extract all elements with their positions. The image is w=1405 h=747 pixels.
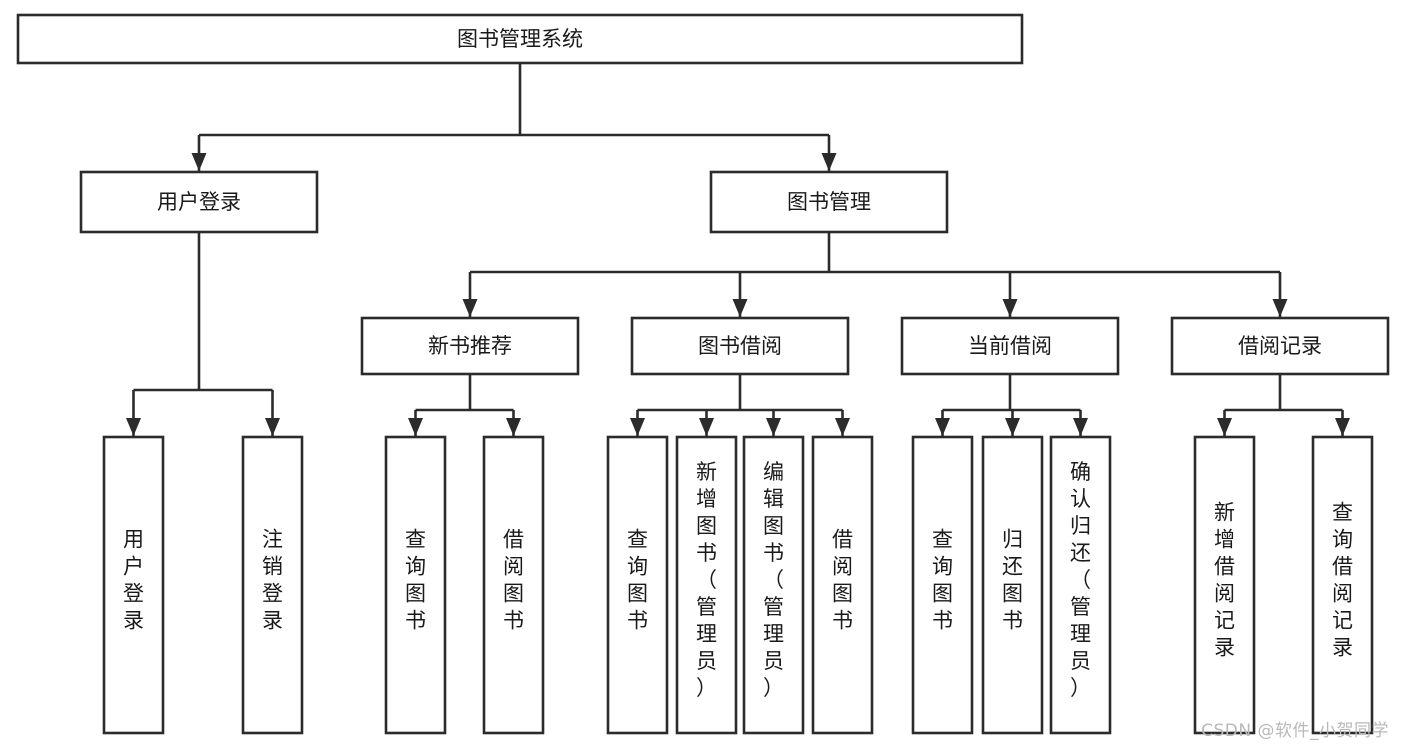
node-leaf-1-box[interactable] — [241, 435, 304, 735]
node-leaf-9[interactable]: 归还图书 — [981, 435, 1044, 735]
node-leaf-12[interactable]: 查询借阅记录 — [1311, 435, 1374, 735]
node-level3-3[interactable]: 借阅记录 — [1170, 316, 1390, 376]
node-leaf-10-box[interactable] — [1049, 435, 1112, 735]
node-leaf-11[interactable]: 新增借阅记录 — [1193, 435, 1256, 735]
edge-l3-1-arrow-3 — [835, 418, 850, 436]
node-leaf-6-box[interactable] — [742, 435, 805, 735]
node-level3-2[interactable]: 当前借阅 — [900, 316, 1120, 376]
node-leaf-11-box[interactable] — [1193, 435, 1256, 735]
edge-userlogin-arrow-1 — [265, 418, 280, 436]
edge-l3-3-arrow-0 — [1217, 418, 1232, 436]
node-leaf-3-label: 借阅图书 — [503, 528, 524, 633]
watermark-label: CSDN @软件_小贺同学 — [1201, 721, 1389, 741]
node-leaf-3-box[interactable] — [482, 435, 545, 735]
edge-l3-1-arrow-2 — [766, 418, 781, 436]
node-leaf-4-box[interactable] — [606, 435, 669, 735]
edge-l3-0-arrow-1 — [506, 418, 521, 436]
edge-bookmanage-arrow-3 — [1272, 299, 1288, 317]
node-leaf-4[interactable]: 查询图书 — [606, 435, 669, 735]
node-root[interactable]: 图书管理系统 — [16, 13, 1024, 65]
node-leaf-5-label: 新增图书（管理员） — [696, 460, 717, 700]
node-leaf-5[interactable]: 新增图书（管理员） — [675, 435, 738, 735]
edge-root-arrow-1 — [821, 153, 837, 171]
edge-l3-2-arrow-1 — [1005, 418, 1020, 436]
node-leaf-8-box[interactable] — [911, 435, 974, 735]
node-leaf-1[interactable]: 注销登录 — [241, 435, 304, 735]
node-leaf-5-box[interactable] — [675, 435, 738, 735]
node-leaf-7-box[interactable] — [811, 435, 874, 735]
node-level3-2-box[interactable] — [900, 316, 1120, 376]
edge-l3-1-arrow-1 — [699, 418, 714, 436]
edge-l3-1-arrow-0 — [630, 418, 645, 436]
node-leaf-0-box[interactable] — [102, 435, 165, 735]
node-leaf-8-label: 查询图书 — [932, 528, 953, 633]
node-leaf-10-label: 确认归还（管理员） — [1070, 460, 1091, 700]
edge-bookmanage-arrow-2 — [1002, 299, 1018, 317]
node-level3-3-box[interactable] — [1170, 316, 1390, 376]
node-leaf-7-label: 借阅图书 — [832, 528, 853, 633]
node-leaf-12-label: 查询借阅记录 — [1332, 501, 1353, 660]
edge-root-arrow-0 — [191, 153, 207, 171]
node-level2-0[interactable]: 用户登录 — [79, 170, 319, 234]
node-level3-0-box[interactable] — [360, 316, 580, 376]
nodes-layer: 图书管理系统用户登录图书管理新书推荐图书借阅当前借阅借阅记录用户登录注销登录查询… — [16, 13, 1390, 735]
node-leaf-11-label: 新增借阅记录 — [1214, 501, 1235, 660]
edge-l3-2-arrow-0 — [935, 418, 950, 436]
node-leaf-9-label: 归还图书 — [1002, 528, 1023, 633]
edge-l3-0-arrow-0 — [408, 418, 423, 436]
node-level3-3-label: 借阅记录 — [1238, 334, 1322, 358]
node-level2-1-box[interactable] — [709, 170, 949, 234]
node-root-box[interactable] — [16, 13, 1024, 65]
node-level3-1-label: 图书借阅 — [698, 334, 782, 358]
node-leaf-7[interactable]: 借阅图书 — [811, 435, 874, 735]
node-leaf-8[interactable]: 查询图书 — [911, 435, 974, 735]
node-leaf-0-label: 用户登录 — [123, 528, 144, 633]
node-level2-0-label: 用户登录 — [157, 190, 241, 214]
node-leaf-12-box[interactable] — [1311, 435, 1374, 735]
edge-bookmanage-arrow-0 — [462, 299, 478, 317]
node-level2-0-box[interactable] — [79, 170, 319, 234]
node-leaf-10[interactable]: 确认归还（管理员） — [1049, 435, 1112, 735]
node-level2-1-label: 图书管理 — [787, 190, 871, 214]
node-level2-1[interactable]: 图书管理 — [709, 170, 949, 234]
node-leaf-0[interactable]: 用户登录 — [102, 435, 165, 735]
node-leaf-2-label: 查询图书 — [405, 528, 426, 633]
edges-layer — [126, 63, 1350, 436]
node-leaf-9-box[interactable] — [981, 435, 1044, 735]
node-leaf-2-box[interactable] — [384, 435, 447, 735]
node-leaf-6[interactable]: 编辑图书（管理员） — [742, 435, 805, 735]
node-leaf-3[interactable]: 借阅图书 — [482, 435, 545, 735]
node-level3-2-label: 当前借阅 — [968, 334, 1052, 358]
edge-userlogin-arrow-0 — [126, 418, 141, 436]
edge-bookmanage-arrow-1 — [732, 299, 748, 317]
node-leaf-6-label: 编辑图书（管理员） — [763, 460, 784, 700]
node-level3-1-box[interactable] — [630, 316, 850, 376]
edge-l3-3-arrow-1 — [1335, 418, 1350, 436]
node-root-label: 图书管理系统 — [457, 27, 583, 51]
node-leaf-2[interactable]: 查询图书 — [384, 435, 447, 735]
node-leaf-1-label: 注销登录 — [262, 528, 283, 633]
node-level3-0-label: 新书推荐 — [428, 334, 512, 358]
edge-l3-2-arrow-2 — [1073, 418, 1088, 436]
node-leaf-4-label: 查询图书 — [627, 528, 648, 633]
node-level3-1[interactable]: 图书借阅 — [630, 316, 850, 376]
node-level3-0[interactable]: 新书推荐 — [360, 316, 580, 376]
